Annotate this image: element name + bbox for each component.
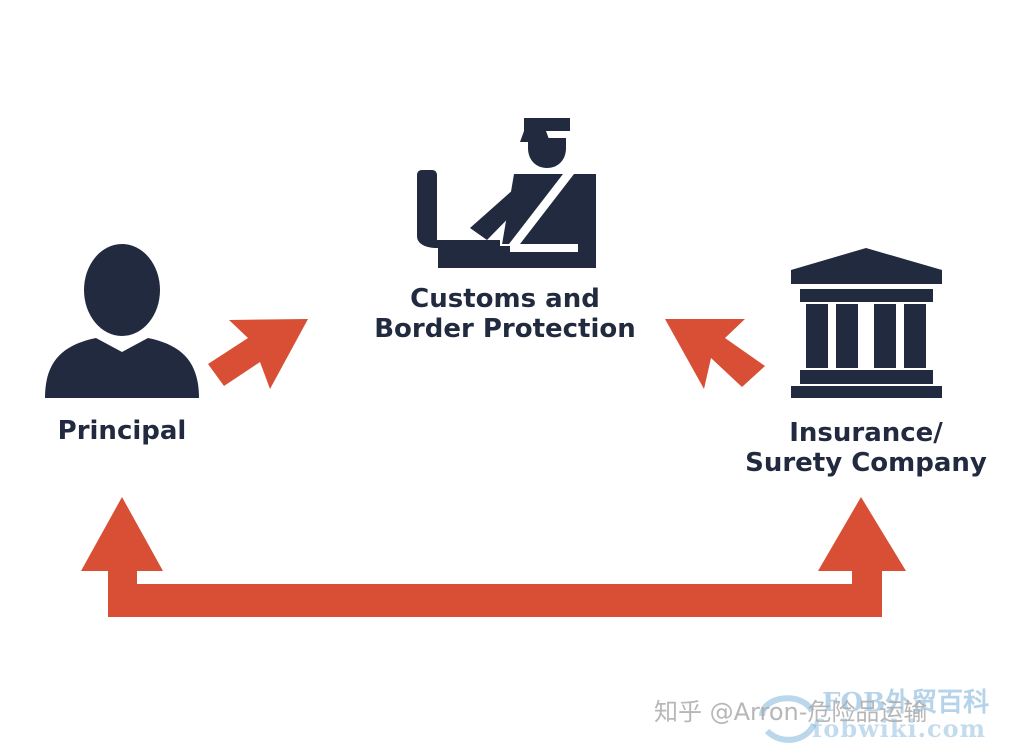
person-icon bbox=[45, 244, 199, 398]
surety-label-line1: Insurance/ bbox=[789, 418, 943, 448]
principal-label-text: Principal bbox=[57, 416, 187, 446]
cbp-label-line1: Customs and bbox=[410, 284, 600, 314]
watermark-brand: FOB外贸百科 bbox=[822, 688, 990, 718]
principal-label: Principal bbox=[40, 416, 204, 446]
customs-officer-icon bbox=[417, 118, 596, 268]
watermark-site: fobwiki.com bbox=[812, 714, 987, 743]
arrow-principal-to-cbp bbox=[208, 319, 308, 389]
surety-label-line2: Surety Company bbox=[745, 448, 987, 478]
fob-logo-icon bbox=[759, 695, 817, 743]
arrow-surety-to-cbp bbox=[665, 319, 765, 389]
bank-building-icon bbox=[791, 248, 942, 398]
cbp-label-line2: Border Protection bbox=[374, 314, 636, 344]
watermark-zhihu: 知乎 @Arron-危险品运输 bbox=[654, 698, 928, 726]
arrow-principal-surety-connector bbox=[81, 497, 906, 617]
insurance-surety-company-label: Insurance/ Surety Company bbox=[730, 418, 1002, 478]
customs-and-border-protection-label: Customs and Border Protection bbox=[355, 284, 655, 344]
